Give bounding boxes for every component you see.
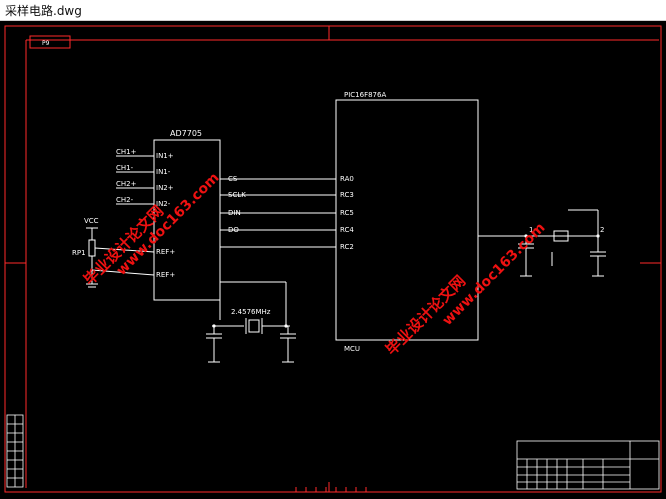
window-title: 采样电路.dwg: [5, 4, 82, 18]
frame-tag: P9: [42, 40, 50, 47]
mcu-name: PIC16F876A: [344, 91, 386, 99]
input-wires: [116, 155, 154, 205]
input-labels: CH1+ CH1- CH2+ CH2-: [116, 148, 137, 204]
input-ch2n: CH2-: [116, 196, 134, 204]
title-block: [516, 440, 660, 490]
mcu-chip[interactable]: [335, 99, 479, 341]
adc-pin-ref2: REF+: [156, 271, 175, 279]
mcu-pin-rc4: RC4: [340, 226, 354, 234]
output-filter: [478, 209, 606, 277]
input-ch1n: CH1-: [116, 164, 134, 172]
crystal-junction-right: [284, 324, 288, 328]
pot-label: RP1: [72, 249, 86, 257]
drawing-canvas[interactable]: P9: [0, 20, 666, 494]
mcu-label: MCU: [344, 345, 360, 353]
mcu-pins: RA0 RC3 RC5 RC4 RC2: [340, 175, 354, 251]
node-junction-1: [524, 234, 528, 238]
adc-pin-in1p: IN1+: [156, 152, 174, 160]
mcu-pin-rc5: RC5: [340, 209, 354, 217]
adc-pin-in2p: IN2+: [156, 184, 174, 192]
mcu-pin-rc2: RC2: [340, 243, 354, 251]
mcu-pin-rc3: RC3: [340, 191, 354, 199]
bus-wires: [220, 178, 336, 248]
adc-left-pins: IN1+ IN1- IN2+ IN2- REF+ REF+: [156, 152, 175, 279]
input-ch2p: CH2+: [116, 180, 137, 188]
adc-pin-in2n: IN2-: [156, 200, 171, 208]
frame-tag-box: [29, 35, 71, 49]
adc-pin-ref1: REF+: [156, 248, 175, 256]
drawing-frame: [4, 25, 662, 493]
potentiometer: [86, 227, 155, 288]
bottom-scale: [295, 487, 367, 492]
adc-chip[interactable]: [153, 139, 221, 301]
window-titlebar: 采样电路.dwg: [0, 0, 666, 21]
node-1: 1: [529, 226, 533, 234]
crystal-junction-left: [212, 324, 216, 328]
input-ch1p: CH1+: [116, 148, 137, 156]
node-junction-2: [596, 234, 600, 238]
schematic: P9: [4, 25, 662, 493]
node-2: 2: [600, 226, 604, 234]
adc-pin-in1n: IN1-: [156, 168, 171, 176]
mcu-pin-ra0: RA0: [340, 175, 354, 183]
adc-name: AD7705: [170, 129, 202, 138]
adc-right-pins: CS SCLK DIN DO: [228, 175, 246, 234]
crystal-label: 2.4576MHz: [231, 308, 271, 316]
vcc-label: VCC: [84, 217, 99, 225]
left-stamp-block: [6, 414, 24, 488]
